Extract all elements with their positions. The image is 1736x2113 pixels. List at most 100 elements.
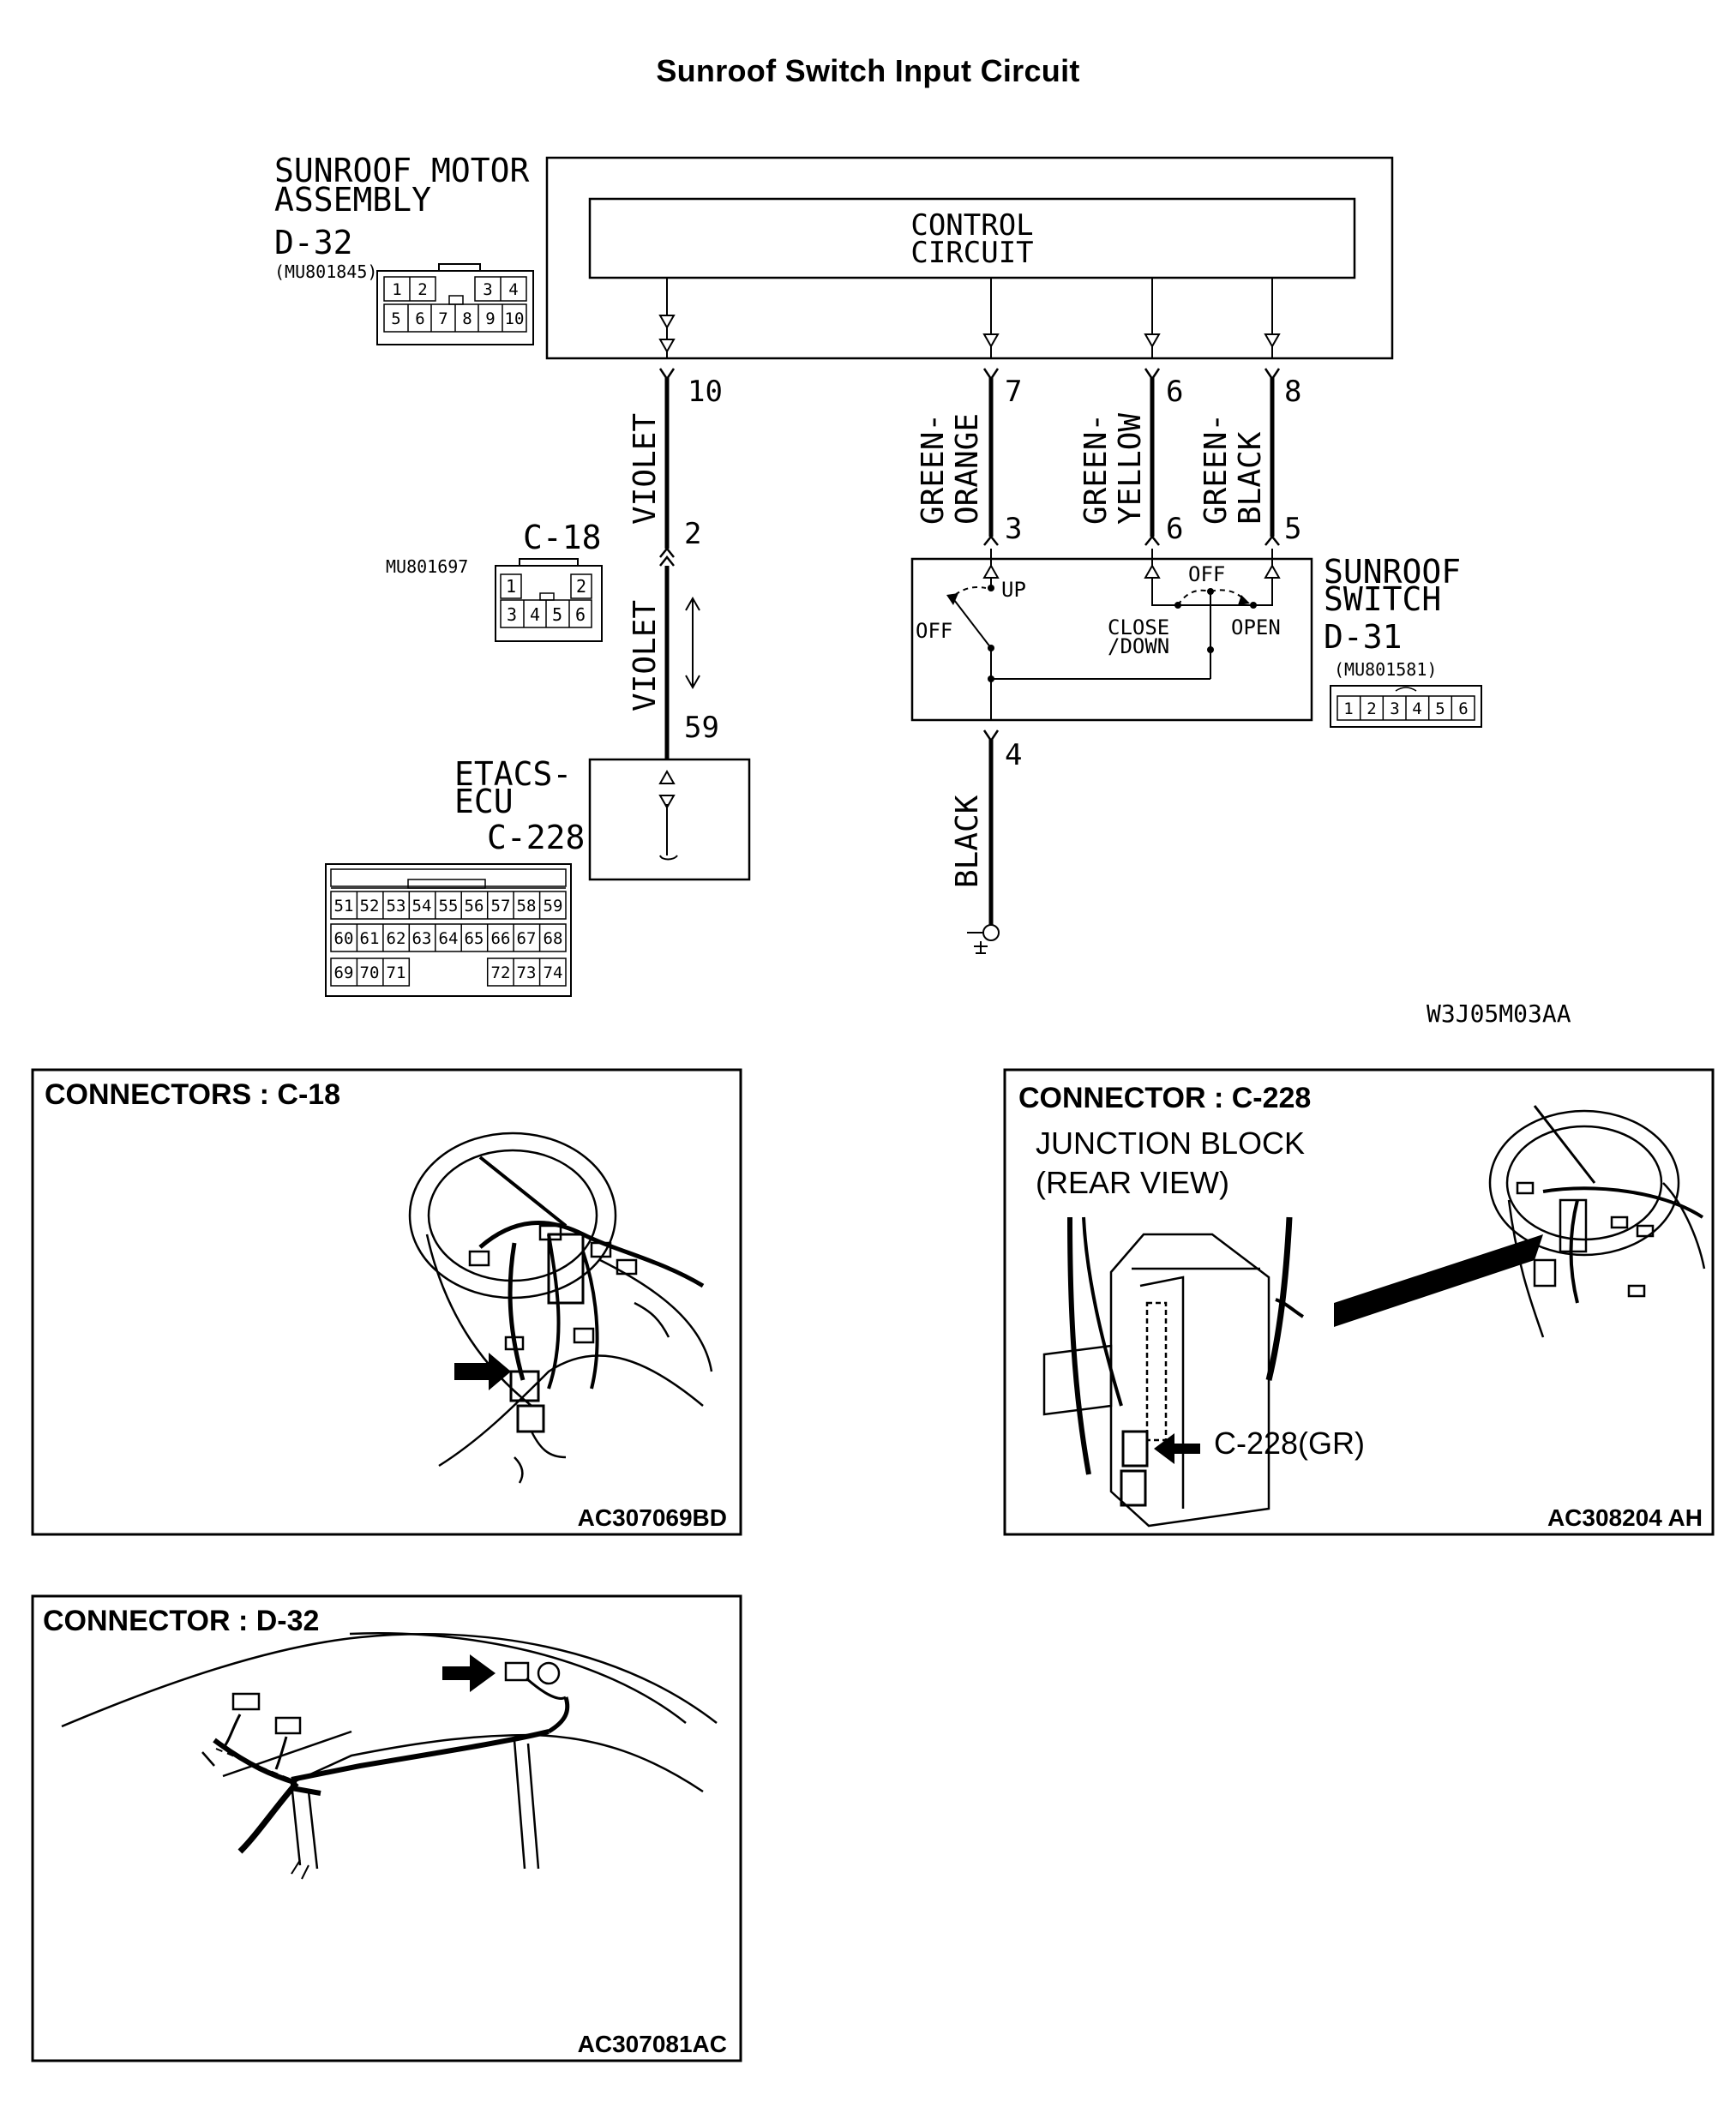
- wire-green-black: 8 5 GREEN- BLACK: [1198, 367, 1301, 546]
- switch-label-off-right: OFF: [1188, 562, 1225, 586]
- svg-text:2: 2: [417, 280, 427, 299]
- wire-violet: 10 2 59 VIOLET VIOLET: [628, 367, 723, 745]
- motor-assembly-name-1: SUNROOF MOTOR: [274, 152, 530, 189]
- svg-text:5: 5: [391, 309, 400, 328]
- svg-text:4: 4: [508, 280, 518, 299]
- sunroof-switch-internals: UP OFF OFF CLOSE /DOWN OPEN: [916, 549, 1281, 720]
- svg-text:4: 4: [530, 604, 540, 625]
- svg-text:7: 7: [438, 309, 448, 328]
- svg-text:55: 55: [439, 897, 459, 915]
- svg-text:9: 9: [485, 309, 495, 328]
- svg-text:4: 4: [1412, 699, 1421, 718]
- svg-text:63: 63: [412, 929, 432, 948]
- svg-text:3: 3: [1390, 699, 1399, 718]
- connector-d31-pinout: 1 2 3 4 5 6: [1330, 685, 1482, 728]
- diagram-figure-code: W3J05M03AA: [1427, 999, 1571, 1028]
- svg-text:10: 10: [505, 309, 525, 328]
- connector-c18-pinout: 1 2 3 4 5 6: [495, 558, 603, 642]
- switch-part-number: (MU801581): [1334, 659, 1437, 680]
- svg-text:59: 59: [544, 897, 563, 915]
- panel-c228-title: CONNECTOR : C-228: [1018, 1082, 1311, 1114]
- control-circuit-label-2: CIRCUIT: [910, 236, 1033, 270]
- svg-text:5: 5: [552, 604, 562, 625]
- steering-column-drawing: [408, 1132, 713, 1484]
- svg-text:BLACK: BLACK: [950, 795, 985, 888]
- pin-label-8: 8: [1284, 375, 1301, 409]
- switch-connector-id: D-31: [1324, 618, 1403, 656]
- svg-text:8: 8: [462, 309, 472, 328]
- svg-text:71: 71: [387, 963, 406, 982]
- switch-name-1: SUNROOF: [1324, 553, 1461, 591]
- svg-text:57: 57: [491, 897, 511, 915]
- arrow-icon: [454, 1353, 511, 1390]
- switch-label-up: UP: [1001, 578, 1026, 602]
- pin-label-2: 2: [684, 517, 701, 551]
- sunroof-switch-box: [910, 557, 1313, 722]
- panel-c18-title: CONNECTORS : C-18: [45, 1078, 340, 1111]
- control-circuit-box: [588, 197, 1356, 279]
- svg-text:1: 1: [392, 280, 401, 299]
- svg-text:74: 74: [544, 963, 563, 982]
- c18-part-number: MU801697: [386, 556, 468, 577]
- pin-label-3: 3: [1005, 512, 1022, 546]
- svg-text:54: 54: [412, 897, 432, 915]
- svg-text:65: 65: [465, 929, 484, 948]
- svg-text:2: 2: [576, 576, 586, 597]
- svg-text:6: 6: [575, 604, 586, 625]
- etacs-name-1: ETACS-: [454, 755, 572, 793]
- svg-text:BLACK: BLACK: [1233, 431, 1268, 525]
- connector-d32-pinout: 1 2 3 4 5 6 7 8 9 10: [376, 263, 534, 345]
- svg-text:GREEN-: GREEN-: [1078, 413, 1114, 525]
- junction-block-drawing: [1042, 1105, 1706, 1528]
- pin-label-7: 7: [1005, 375, 1022, 409]
- svg-text:69: 69: [334, 963, 354, 982]
- wire-color-violet-upper: VIOLET: [628, 413, 663, 525]
- svg-text:56: 56: [465, 897, 484, 915]
- svg-text:6: 6: [415, 309, 424, 328]
- pin-label-10: 10: [688, 375, 723, 409]
- pin-label-5: 5: [1284, 512, 1301, 546]
- switch-label-off-left: OFF: [916, 619, 952, 643]
- panel-d32-title: CONNECTOR : D-32: [43, 1605, 319, 1637]
- svg-text:73: 73: [517, 963, 537, 982]
- panel-c228-callout: C-228(GR): [1214, 1426, 1365, 1461]
- wire-color-violet-lower: VIOLET: [628, 600, 663, 711]
- arrow-icon: [442, 1654, 496, 1692]
- connector-c228-pinout: 51 52 53 54 55 56 57 58 59 60 61 62 63 6…: [325, 863, 572, 997]
- motor-assembly-box: [545, 156, 1394, 360]
- etacs-ecu-box: [588, 758, 751, 881]
- wire-green-yellow: 6 6 GREEN- YELLOW: [1078, 367, 1183, 546]
- panel-connector-c228: CONNECTOR : C-228 JUNCTION BLOCK (REAR V…: [1003, 1068, 1715, 1536]
- panel-c18-code: AC307069BD: [578, 1504, 727, 1531]
- svg-text:52: 52: [360, 897, 380, 915]
- page-title: Sunroof Switch Input Circuit: [656, 53, 1080, 88]
- pin-label-59: 59: [684, 711, 719, 745]
- control-circuit-label-1: CONTROL: [910, 208, 1033, 243]
- svg-text:53: 53: [387, 897, 406, 915]
- motor-part-number: (MU801845): [274, 261, 377, 282]
- pin-label-6-bottom: 6: [1166, 512, 1183, 546]
- pointer-wedge: [1334, 1234, 1543, 1327]
- svg-text:GREEN-: GREEN-: [916, 413, 951, 525]
- svg-text:6: 6: [1458, 699, 1468, 718]
- svg-text:51: 51: [334, 897, 354, 915]
- etacs-connector-id: C-228: [487, 819, 585, 856]
- panel-connector-c18: CONNECTORS : C-18 AC307069BD: [31, 1068, 742, 1536]
- panel-connector-d32: CONNECTOR : D-32 AC307081AC: [31, 1594, 742, 2062]
- wire-black-ground: 4 BLACK: [950, 729, 1022, 954]
- switch-name-2: SWITCH: [1324, 580, 1441, 618]
- switch-label-close-2: /DOWN: [1108, 634, 1169, 658]
- svg-text:62: 62: [387, 929, 406, 948]
- switch-label-close-1: CLOSE: [1108, 615, 1169, 639]
- panel-c228-subtitle-1: JUNCTION BLOCK: [1036, 1126, 1305, 1161]
- svg-text:YELLOW: YELLOW: [1113, 413, 1148, 525]
- svg-text:5: 5: [1435, 699, 1445, 718]
- svg-text:67: 67: [517, 929, 537, 948]
- svg-text:60: 60: [334, 929, 354, 948]
- panel-c228-subtitle-2: (REAR VIEW): [1036, 1165, 1229, 1200]
- motor-assembly-name-2: ASSEMBLY: [274, 181, 431, 219]
- svg-text:GREEN-: GREEN-: [1198, 413, 1234, 525]
- etacs-name-2: ECU: [454, 783, 514, 820]
- switch-label-open: OPEN: [1231, 615, 1281, 639]
